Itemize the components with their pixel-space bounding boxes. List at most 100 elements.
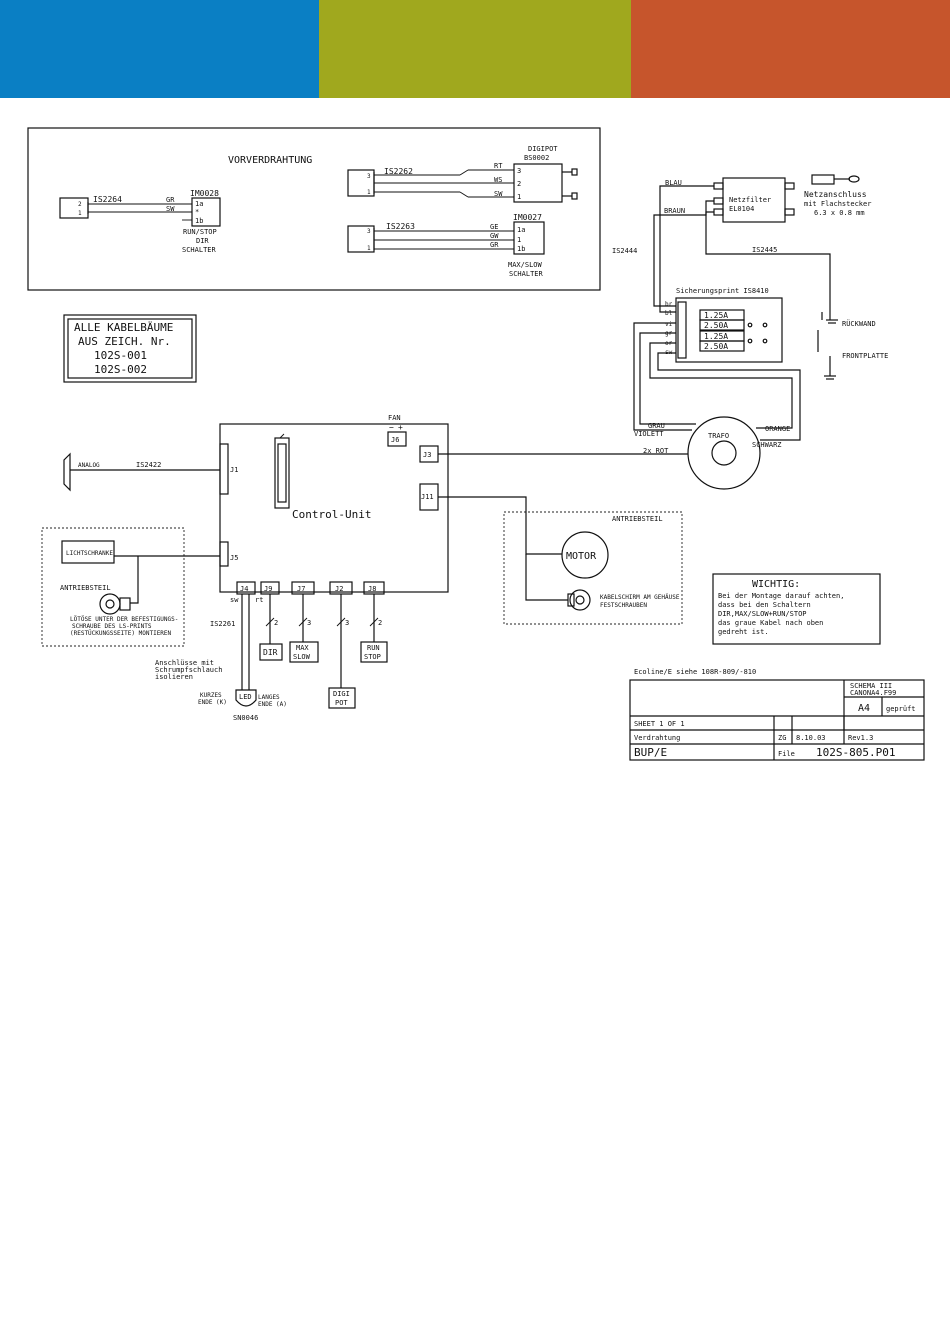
fan-minus: −: [389, 423, 394, 432]
connector-j7: J7: [297, 585, 305, 593]
digipot-pin-3: 3: [517, 167, 521, 175]
part-bs0002: BS0002: [524, 154, 549, 162]
connector-j6: J6: [391, 436, 399, 444]
wichtig-line3: DIR,MAX/SLOW+RUN/STOP: [718, 610, 807, 618]
cable-is2445: IS2445: [752, 246, 777, 254]
cable-is2422: IS2422: [136, 461, 161, 469]
digipot-pin-1: 1: [517, 193, 521, 201]
fuse-1: 1.25A: [704, 311, 728, 320]
part-im0028: IM0028: [190, 189, 219, 198]
title-block: Ecoline/E siehe 108R-809/-810 SCHEMA III…: [629, 668, 925, 761]
note-anschluesse-1: Anschlüsse mit: [155, 659, 214, 667]
wire-sw-j4: sw: [230, 596, 239, 604]
label-schalter: SCHALTER: [182, 246, 217, 254]
pin-1a: 1a: [195, 200, 203, 208]
wichtig-line2: dass bei den Schaltern: [718, 601, 811, 609]
file-name: 102S-805.P01: [816, 746, 895, 759]
wire-count-3b: 3: [345, 619, 349, 627]
pin-3: 3: [367, 173, 371, 180]
kabelbaeume-line4: 102S-002: [94, 363, 147, 376]
pin-1b-conn: 1: [367, 245, 371, 252]
wire-violett: VIOLETT: [634, 430, 664, 438]
digipot-pin-2: 2: [517, 180, 521, 188]
wire-sw-digipot: SW: [494, 190, 503, 198]
drawing-title: Verdrahtung: [634, 734, 680, 742]
box-pot: POT: [335, 699, 348, 707]
header-band-green: [319, 0, 631, 98]
label-maxslow-schalter: SCHALTER: [509, 270, 544, 278]
wichtig-line5: gedreht ist.: [718, 628, 769, 636]
connector-j1: J1: [230, 466, 238, 474]
label-dir: DIR: [196, 237, 209, 245]
wire-braun: BRAUN: [664, 207, 685, 215]
geprueft-label: geprüft: [886, 705, 916, 713]
kabelbaeume-note: ALLE KABELBÄUME AUS ZEICH. Nr. 102S-001 …: [63, 314, 197, 383]
wire-orange: ORANGE: [765, 425, 790, 433]
label-maxslow: MAX/SLOW: [508, 261, 543, 269]
label-netzfilter: Netzfilter: [729, 196, 771, 204]
note-anschluesse-3: isolieren: [155, 673, 193, 681]
label-rueckwand: RÜCKWAND: [842, 319, 876, 328]
connector-j2: J2: [335, 585, 343, 593]
control-unit: Control-Unit FAN − + J6 J3 J11 J1 J5 J4 …: [63, 414, 688, 595]
fan-plus: +: [398, 423, 403, 432]
pin-3b: 3: [367, 228, 371, 235]
wichtig-note: WICHTIG: Bei der Montage darauf achten, …: [712, 573, 881, 645]
connector-pin-2: 2: [78, 201, 82, 208]
label-flachstecker: mit Flachstecker: [804, 200, 871, 208]
label-frontplatte: FRONTPLATTE: [842, 352, 888, 360]
ecoline-note: Ecoline/E siehe 108R-809/-810: [634, 668, 756, 676]
box-max: MAX: [296, 644, 309, 652]
pin-br: br: [665, 301, 673, 308]
sheet-size: A4: [858, 703, 870, 714]
wire-grau: GRAU: [648, 422, 665, 430]
product-code: BUP/E: [634, 746, 667, 759]
wire-ws: WS: [494, 176, 502, 184]
kabelbaeume-line2: AUS ZEICH. Nr.: [78, 335, 171, 348]
box-lichtschranke: LICHTSCHRANKE: [66, 550, 113, 557]
pin-bl: bl: [665, 310, 673, 317]
fuse-4: 2.50A: [704, 342, 728, 351]
lichtschranke-note-3: (RESTÜCKUNGSSEITE) MONTIEREN: [70, 630, 172, 637]
connector-j8: J8: [368, 585, 376, 593]
label-led: LED: [239, 693, 252, 701]
part-el0104: EL0104: [729, 205, 754, 213]
header-band-blue: [0, 0, 319, 98]
part-sn0046: SN0046: [233, 714, 258, 722]
label-sicherungsprint: Sicherungsprint IS8410: [676, 287, 769, 295]
wire-rt-j4: rt: [255, 596, 263, 604]
pin-star: *: [195, 208, 199, 216]
connector-j9: J9: [264, 585, 272, 593]
bottom-cables: sw rt IS2261 2 3 3 2 DIR MAX SLOW RUN ST…: [155, 594, 388, 722]
motor-note-2: FESTSCHRAUBEN: [600, 602, 647, 609]
pin-1b: 1b: [195, 217, 203, 225]
power-section: Netzfilter EL0104 Netzanschluss mit Flac…: [612, 174, 888, 490]
label-motor: MOTOR: [566, 551, 597, 562]
note-anschluesse-2: Schrumpfschlauch: [155, 666, 222, 674]
note-kurzes-2: ENDE (K): [198, 699, 227, 706]
label-antriebsteil-left: ANTRIEBSTEIL: [60, 584, 111, 592]
file-label: File: [778, 750, 795, 758]
label-fan: FAN: [388, 414, 401, 422]
box-slow: SLOW: [293, 653, 311, 661]
fuse-3: 1.25A: [704, 332, 728, 341]
label-analog: ANALOG: [78, 462, 100, 469]
connector-j11: J11: [421, 493, 434, 501]
label-digipot: DIGIPOT: [528, 145, 558, 153]
cable-is2444: IS2444: [612, 247, 637, 255]
header-band-orange: [631, 0, 950, 98]
cable-is2261: IS2261: [210, 620, 235, 628]
label-stecker-size: 6.3 x 0.8 mm: [814, 209, 865, 217]
cable-is2264: IS2264: [93, 195, 122, 204]
label-trafo: TRAFO: [708, 432, 729, 440]
fuse-2: 2.50A: [704, 321, 728, 330]
im0027-pin-1b: 1b: [517, 245, 525, 253]
im0027-pin-1a: 1a: [517, 226, 525, 234]
note-kurzes-1: KURZES: [200, 692, 222, 699]
wire-rt: RT: [494, 162, 503, 170]
kabelbaeume-line1: ALLE KABELBÄUME: [74, 321, 173, 334]
vorverdrahtung-title: VORVERDRAHTUNG: [228, 155, 312, 166]
box-digi: DIGI: [333, 690, 350, 698]
wire-gr2: GR: [490, 241, 499, 249]
connector-j3: J3: [423, 451, 431, 459]
